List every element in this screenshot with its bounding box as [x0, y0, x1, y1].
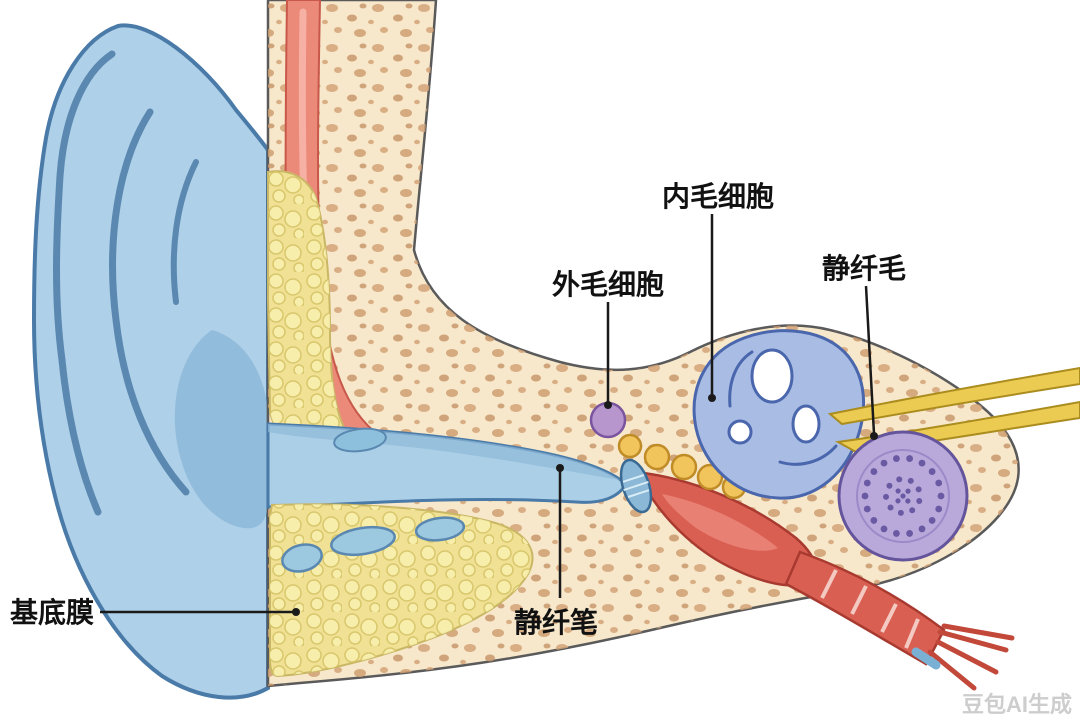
- cochlea-dot: [935, 505, 943, 513]
- ossicle-bead-3: [670, 453, 698, 481]
- cochlea-dot-group: [861, 455, 945, 537]
- cochlea-dot: [895, 498, 901, 504]
- cochlea-dot: [861, 492, 869, 500]
- cartilage-piece-3: [414, 516, 466, 542]
- leader-dot-stereocilia: [870, 432, 878, 440]
- cochlea-dot: [880, 525, 888, 533]
- ossicle-bead-1: [617, 433, 643, 459]
- label-basilar-membrane: 基底膜: [10, 597, 94, 628]
- cochlea-dot: [897, 509, 904, 516]
- semicircular-canal-loop-1: [750, 348, 794, 404]
- cartilage-piece-1: [281, 543, 323, 573]
- cochlea-dot: [883, 493, 890, 500]
- cochlea-dot: [906, 530, 913, 537]
- semicircular-canal-loop-3: [727, 419, 753, 445]
- semicircular-canal-loop-2: [791, 404, 821, 444]
- cochlea-dot: [928, 468, 936, 475]
- leader-dot-inner-hair-cell: [708, 394, 716, 402]
- inner-fold-line: [170, 159, 199, 305]
- cochlea-dot: [893, 530, 900, 537]
- cochlea-dot: [928, 517, 936, 524]
- leader-dot-outer-hair-cell: [604, 401, 612, 409]
- nerve-fray-1: [937, 629, 1009, 653]
- leader-dot-stereocilia-alt: [556, 464, 564, 472]
- leader-dot-basilar-membrane: [292, 608, 300, 616]
- eardrum-group: [619, 458, 653, 514]
- leader-line-stereocilia: [864, 285, 876, 435]
- cochlea-dot: [896, 476, 903, 483]
- label-inner-hair-cell: 内毛细胞: [662, 180, 774, 212]
- cochlea-dot: [863, 479, 871, 487]
- cochlea-dot: [907, 477, 914, 484]
- cochlea-dot: [935, 479, 943, 487]
- cartilage-piece-canal: [333, 427, 387, 453]
- ossicle-bead-4: [696, 463, 724, 491]
- vestibular-inner-line: [728, 350, 754, 408]
- nerve-bundle-red: [784, 550, 946, 666]
- nerve-stripe: [850, 585, 868, 615]
- cochlea-dot: [918, 525, 926, 533]
- pinna-outer-ear: [31, 23, 270, 700]
- label-stereocilia: 静纤毛: [822, 253, 906, 284]
- eardrum-stripe: [622, 474, 645, 483]
- cochlea-dot: [900, 493, 906, 499]
- label-outer-hair-cell: 外毛细胞: [552, 268, 664, 300]
- helix-fold-line: [53, 50, 116, 516]
- cochlea-dot: [905, 498, 911, 504]
- nerve-stripe: [904, 618, 920, 649]
- cochlea-dot: [915, 486, 922, 493]
- cochlea-inner-ring: [856, 449, 950, 543]
- nerve-fray-4: [941, 623, 1015, 641]
- nerve-fiber-yellow-1: [827, 366, 1080, 426]
- cochlea-dot: [916, 498, 923, 505]
- cochlea-dot: [906, 455, 913, 462]
- cochlea-dot: [886, 482, 893, 489]
- vestibular-inner-line-2: [778, 444, 838, 466]
- watermark-text: 豆包AI生成: [962, 692, 1072, 717]
- cochlea-dot: [870, 517, 878, 524]
- cochlea-dot: [893, 455, 900, 462]
- concha-shadow: [174, 330, 268, 529]
- eardrum-stripe: [623, 481, 649, 491]
- nerve-tip-blue: [911, 647, 941, 670]
- cochlea-dot: [887, 504, 894, 511]
- cochlea-dot: [880, 459, 888, 467]
- cochlea-dot: [905, 488, 911, 494]
- nerve-fray-3: [927, 649, 977, 691]
- label-stereocilia-alt: 静纤笔: [514, 606, 598, 638]
- cochlea-dot: [895, 488, 901, 494]
- nerve-stripe: [820, 569, 838, 599]
- ossicle-bead-2: [643, 443, 671, 471]
- cochlea-dot: [870, 468, 878, 475]
- upper-fat-bubbles: [268, 171, 352, 460]
- cochlear-duct-highlight: [662, 494, 778, 551]
- cochlea-dot: [863, 505, 871, 513]
- cochlea-dot: [937, 492, 945, 500]
- nerve-fray-2: [935, 639, 999, 675]
- antihelix-fold-line: [109, 108, 190, 496]
- cochlea-dot: [918, 459, 926, 467]
- cochlea-dot: [909, 507, 916, 514]
- nerve-stripe: [880, 603, 898, 633]
- cartilage-piece-2: [330, 525, 396, 557]
- eardrum-stripe: [627, 489, 650, 498]
